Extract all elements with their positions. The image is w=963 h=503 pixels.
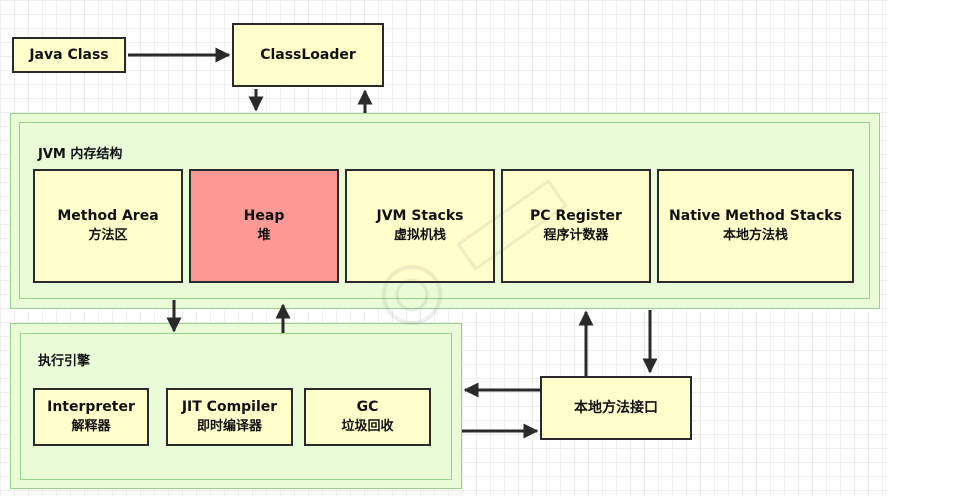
interpreter-label-zh: 解释器 — [71, 419, 111, 434]
pc-register-label-zh: 程序计数器 — [543, 228, 609, 243]
jvm-stacks-label-zh: 虚拟机栈 — [393, 228, 446, 243]
java-class-label: Java Class — [29, 46, 109, 63]
jvm-memory-inner-border — [19, 122, 870, 299]
java-class-node: Java Class — [12, 37, 126, 73]
native-method-interface-label: 本地方法接口 — [574, 399, 658, 416]
execution-engine-title: 执行引擎 — [38, 354, 91, 369]
classloader-node: ClassLoader — [232, 23, 384, 87]
jit-compiler-label-zh: 即时编译器 — [196, 419, 262, 434]
classloader-label: ClassLoader — [260, 46, 356, 63]
jvm-stacks-node: JVM Stacks 虚拟机栈 — [345, 169, 495, 283]
gc-label: GC — [356, 399, 379, 415]
native-method-interface-node: 本地方法接口 — [540, 376, 692, 440]
execution-engine-inner-border — [20, 333, 452, 480]
heap-label: Heap — [243, 208, 285, 224]
gc-node: GC 垃圾回收 — [304, 388, 431, 446]
jit-compiler-node: JIT Compiler 即时编译器 — [166, 388, 293, 446]
heap-node: Heap 堆 — [189, 169, 339, 283]
jvm-memory-title: JVM 内存结构 — [38, 147, 123, 162]
interpreter-node: Interpreter 解释器 — [33, 388, 149, 446]
native-method-stacks-node: Native Method Stacks 本地方法栈 — [657, 169, 854, 283]
pc-register-label: PC Register — [530, 208, 622, 224]
pc-register-node: PC Register 程序计数器 — [501, 169, 651, 283]
method-area-node: Method Area 方法区 — [33, 169, 183, 283]
native-method-stacks-label-zh: 本地方法栈 — [722, 228, 788, 243]
interpreter-label: Interpreter — [47, 399, 135, 415]
jvm-stacks-label: JVM Stacks — [376, 208, 464, 224]
canvas-margin-bottom — [0, 496, 963, 503]
canvas-margin-right — [888, 0, 963, 503]
gc-label-zh: 垃圾回收 — [341, 419, 394, 434]
native-method-stacks-label: Native Method Stacks — [669, 208, 842, 224]
heap-label-zh: 堆 — [257, 228, 271, 243]
method-area-label: Method Area — [57, 208, 159, 224]
method-area-label-zh: 方法区 — [88, 228, 128, 243]
jit-compiler-label: JIT Compiler — [181, 399, 278, 415]
